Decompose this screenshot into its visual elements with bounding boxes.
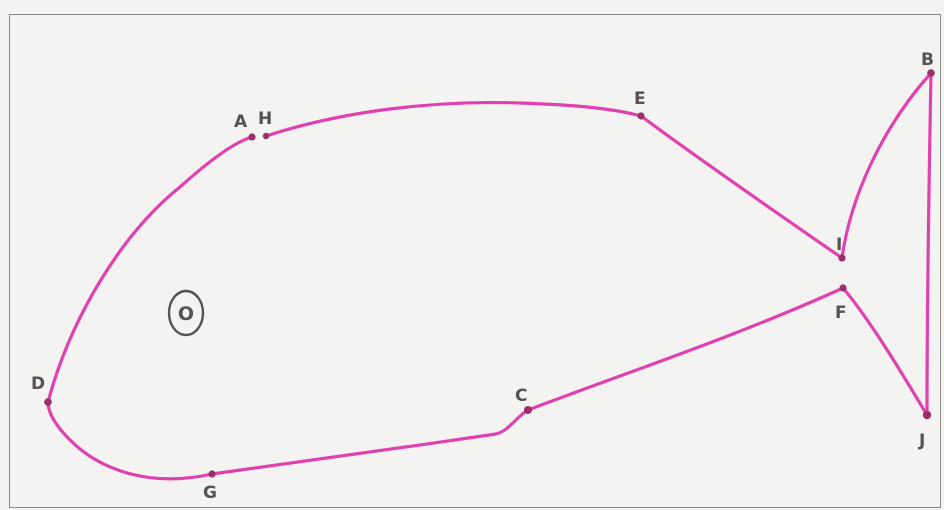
point-g-dot — [208, 470, 216, 478]
eye-outer-ring — [167, 289, 205, 337]
chin-curve-g-to-d — [46, 400, 214, 481]
picture-frame — [9, 14, 941, 508]
point-i-dot — [838, 254, 846, 262]
point-f-dot — [839, 284, 847, 292]
point-f-label: F — [835, 303, 847, 323]
tail-line-b-to-j — [925, 71, 933, 417]
point-h-label: H — [258, 109, 272, 129]
point-b-dot — [927, 69, 935, 77]
point-d-label: D — [31, 374, 45, 394]
point-c-dot — [524, 406, 532, 414]
point-b-label: B — [921, 50, 934, 70]
back-curve-h-to-e — [264, 100, 643, 138]
point-h-dot — [262, 132, 270, 140]
belly-line-f-to-c — [526, 286, 845, 412]
point-i-label: I — [836, 235, 842, 255]
point-e-dot — [637, 112, 645, 120]
belly-line-c-to-g — [210, 408, 530, 476]
point-g-label: G — [203, 483, 217, 503]
eye-label: O — [178, 303, 194, 325]
point-a-label: A — [234, 112, 248, 132]
point-j-label: J — [918, 431, 925, 451]
point-j-dot — [922, 410, 932, 420]
point-e-label: E — [634, 89, 646, 109]
head-curve-d-to-a — [46, 135, 254, 404]
tail-curve-i-to-b — [840, 71, 933, 260]
point-d-dot — [44, 398, 52, 406]
point-c-label: C — [515, 386, 527, 406]
line-e-to-i — [639, 114, 844, 260]
point-a-dot — [248, 133, 256, 141]
tail-line-j-to-f — [841, 286, 929, 417]
